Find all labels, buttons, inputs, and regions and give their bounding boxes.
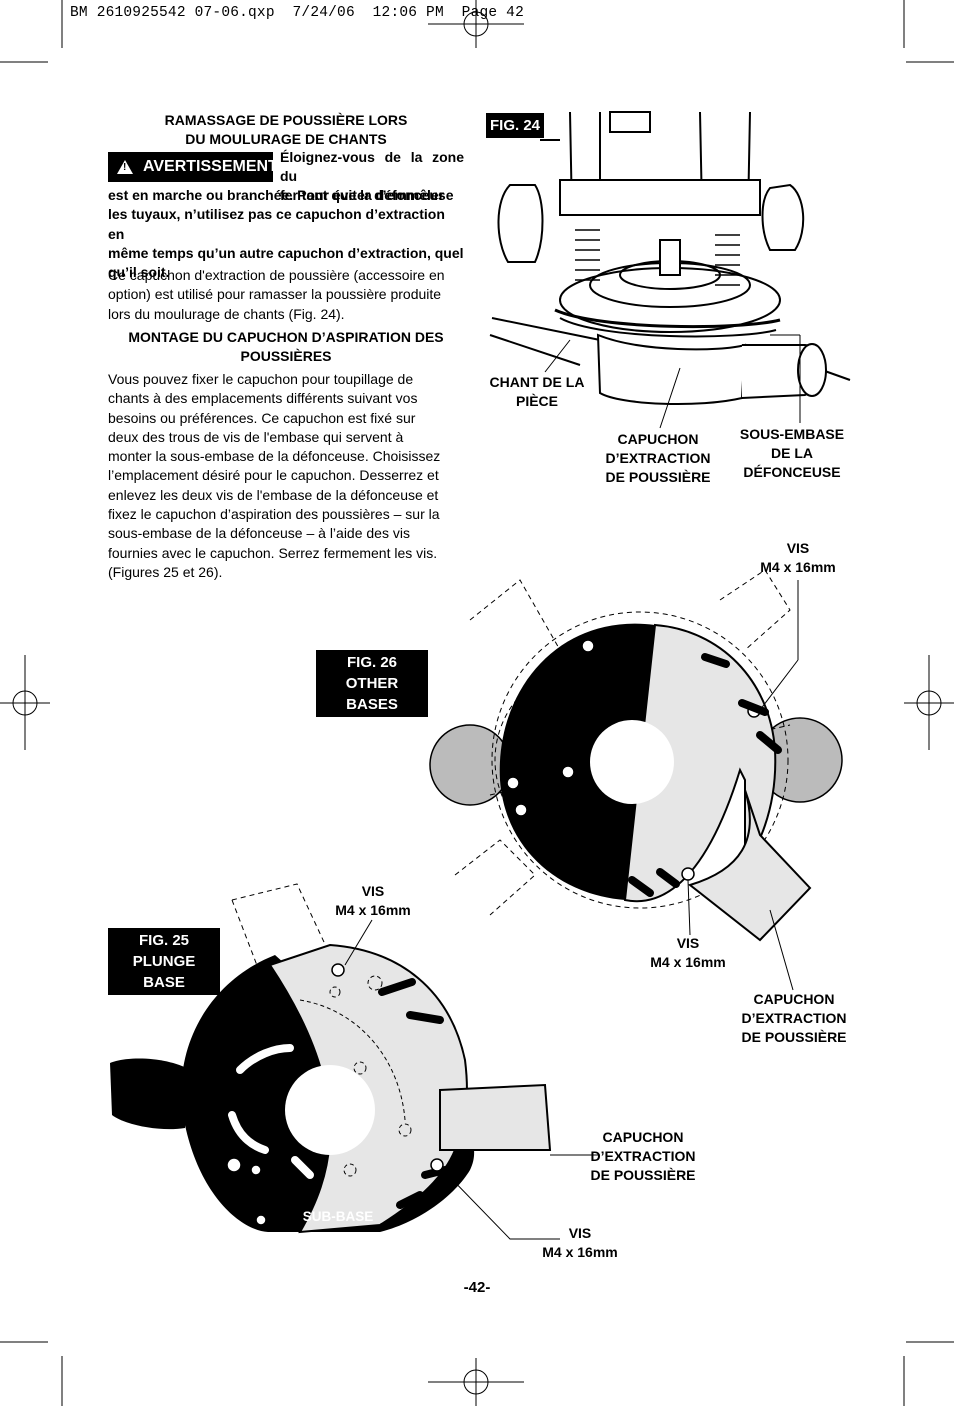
warning-text-body: est en marche ou branchée. Pour éviter d…	[108, 186, 464, 282]
label-line: FIG. 26	[346, 654, 398, 671]
label-line: DE POUSSIÈRE	[590, 1167, 696, 1183]
page-number: -42-	[463, 1279, 491, 1296]
warning-line: qu’il soit.	[108, 264, 170, 281]
fig24-illustration	[489, 111, 851, 429]
label-line: CAPUCHON	[602, 1129, 684, 1145]
label-line: D’EXTRACTION	[590, 1148, 696, 1164]
fig26-vis-top-label: VIS M4 x 16mm	[748, 539, 848, 577]
paragraph-line: chants à des emplacements différents sui…	[108, 390, 418, 407]
label-line: DE LA	[771, 445, 813, 461]
paragraph-line: Vous pouvez fixer le capuchon pour toupi…	[108, 371, 414, 387]
label-line: OTHER BASES	[345, 675, 399, 713]
section1-paragraph: Ce capuchon d'extraction de poussière (a…	[108, 266, 464, 324]
warning-line: même temps qu’un autre capuchon d’extrac…	[108, 244, 464, 261]
label-line: M4 x 16mm	[760, 559, 836, 575]
fig26-vis-bottom-label: VIS M4 x 16mm	[638, 934, 738, 972]
fig24-sous-embase-label: SOUS-EMBASE DE LA DÉFONCEUSE	[732, 425, 852, 482]
paragraph-line: fournies avec le capuchon. Serrez fermem…	[108, 544, 438, 561]
warning-line: fer tant que la défonceuse	[280, 187, 454, 203]
print-slug: BM 2610925542 07-06.qxp 7/24/06 12:06 PM…	[70, 5, 524, 21]
warning-triangle-icon: !	[117, 160, 133, 174]
paragraph-line: (Figures 25 et 26).	[108, 563, 223, 580]
paragraph-line: l’emplacement désiré pour le capuchon. D…	[108, 467, 439, 484]
section2-heading-line2: POUSSIÈRES	[240, 348, 332, 364]
fig26-illustration	[429, 569, 843, 991]
label-line: PLUNGE BASE	[132, 953, 196, 991]
label-line: DE POUSSIÈRE	[741, 1029, 847, 1045]
paragraph-line: lors du moulurage de chants (Fig. 24).	[108, 305, 345, 322]
fig25-capuchon-label: CAPUCHON D’EXTRACTION DE POUSSIÈRE	[583, 1128, 703, 1185]
fig24-label: FIG. 24	[486, 113, 545, 138]
warning-line: est en marche ou branchée. Pour éviter d…	[108, 187, 445, 203]
label-line: D’EXTRACTION	[605, 450, 711, 466]
fig24-capuchon-label: CAPUCHON D’EXTRACTION DE POUSSIÈRE	[598, 430, 718, 487]
warning-label: AVERTISSEMENT	[143, 158, 278, 175]
paragraph-line: deux des trous de vis de l'embase qui se…	[108, 428, 404, 445]
fig25-illustration	[110, 883, 600, 1240]
fig25-label: FIG. 25 PLUNGE BASE	[108, 928, 220, 995]
label-line: CHANT DE LA	[489, 374, 585, 390]
paragraph-line: option) est utilisé pour ramasser la pou…	[108, 286, 442, 303]
paragraph-line: sous-embase de la défonceuse – à l’aide …	[108, 525, 410, 542]
fig26-label: FIG. 26 OTHER BASES	[316, 650, 428, 717]
label-line: SOUS-EMBASE	[739, 426, 845, 442]
label-line: FIG. 25	[138, 932, 190, 949]
warning-text-top: Éloignez-vous de la zone du fer tant que…	[280, 148, 464, 205]
fig25-vis-bottom-label: VIS M4 x 16mm	[530, 1224, 630, 1262]
label-line: D’EXTRACTION	[741, 1010, 847, 1026]
fig26-capuchon-label: CAPUCHON D’EXTRACTION DE POUSSIÈRE	[734, 990, 854, 1047]
label-line: M4 x 16mm	[542, 1244, 618, 1260]
paragraph-line: enlevez les deux vis de l'embase de la d…	[108, 486, 439, 503]
label-line: DE POUSSIÈRE	[605, 469, 711, 485]
label-line: VIS	[786, 540, 810, 556]
label-line: VIS	[568, 1225, 592, 1241]
fig25-vis-top-label: VIS M4 x 16mm	[323, 882, 423, 920]
section2-heading-line1: MONTAGE DU CAPUCHON D’ASPIRATION DES	[128, 329, 444, 345]
label-line: CAPUCHON	[753, 991, 835, 1007]
label-line: M4 x 16mm	[650, 954, 726, 970]
paragraph-line: besoins ou préférences. Ce capuchon est …	[108, 409, 416, 426]
section1-heading: RAMASSAGE DE POUSSIÈRE LORS DU MOULURAGE…	[108, 111, 464, 149]
label-line: DÉFONCEUSE	[743, 464, 841, 480]
label-line: M4 x 16mm	[335, 902, 411, 918]
section2-paragraph: Vous pouvez fixer le capuchon pour toupi…	[108, 370, 464, 582]
warning-line: les tuyaux, n’utilisez pas ce capuchon d…	[108, 206, 445, 242]
label-line: VIS	[361, 883, 385, 899]
label-line: PIÈCE	[515, 393, 558, 409]
warning-line: Éloignez-vous de la zone du	[280, 149, 464, 184]
paragraph-line: fixez le capuchon d’aspiration des pouss…	[108, 506, 440, 523]
paragraph-line: Ce capuchon d'extraction de poussière (a…	[108, 267, 445, 283]
fig24-chant-label: CHANT DE LA PIÈCE	[486, 373, 588, 411]
label-line: CAPUCHON	[617, 431, 699, 447]
section2-heading: MONTAGE DU CAPUCHON D’ASPIRATION DES POU…	[108, 328, 464, 366]
section1-heading-line1: RAMASSAGE DE POUSSIÈRE LORS	[164, 112, 408, 128]
fig25-sub-base-label: SUB-BASE	[302, 1209, 374, 1224]
paragraph-line: monter la sous-embase de la défonceuse. …	[108, 448, 441, 465]
label-line: VIS	[676, 935, 700, 951]
warning-badge: ! AVERTISSEMENT	[108, 152, 278, 182]
section1-heading-line2: DU MOULURAGE DE CHANTS	[185, 131, 387, 147]
